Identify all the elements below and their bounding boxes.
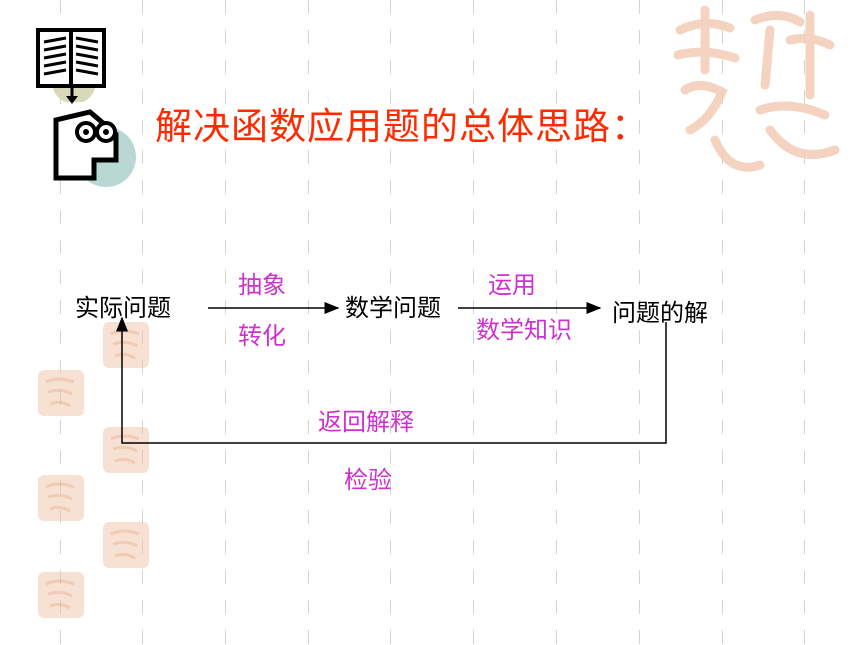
- node-actual-problem: 实际问题: [75, 294, 171, 322]
- edge-label-apply: 运用: [488, 271, 536, 299]
- auspicious-stamp-icon: [103, 522, 149, 568]
- reading-face-icon: [48, 82, 138, 194]
- edge-label-math-knowledge: 数学知识: [476, 316, 572, 344]
- edge-label-verify: 检验: [344, 466, 392, 494]
- auspicious-stamp-icon: [38, 370, 84, 416]
- node-solution: 问题的解: [612, 299, 708, 327]
- slide-title: 解决函数应用题的总体思路：: [155, 105, 649, 148]
- auspicious-stamp-icon: [103, 427, 149, 473]
- node-math-problem: 数学问题: [345, 294, 441, 322]
- auspicious-stamp-icon: [38, 475, 84, 521]
- auspicious-stamp-icon: [38, 572, 84, 618]
- edge-label-return-explain: 返回解释: [318, 408, 414, 436]
- calligraphy-decoration: [660, 0, 860, 185]
- edge-label-transform: 转化: [238, 322, 286, 350]
- edge-label-abstract: 抽象: [238, 271, 286, 299]
- arrow-return: [116, 316, 667, 444]
